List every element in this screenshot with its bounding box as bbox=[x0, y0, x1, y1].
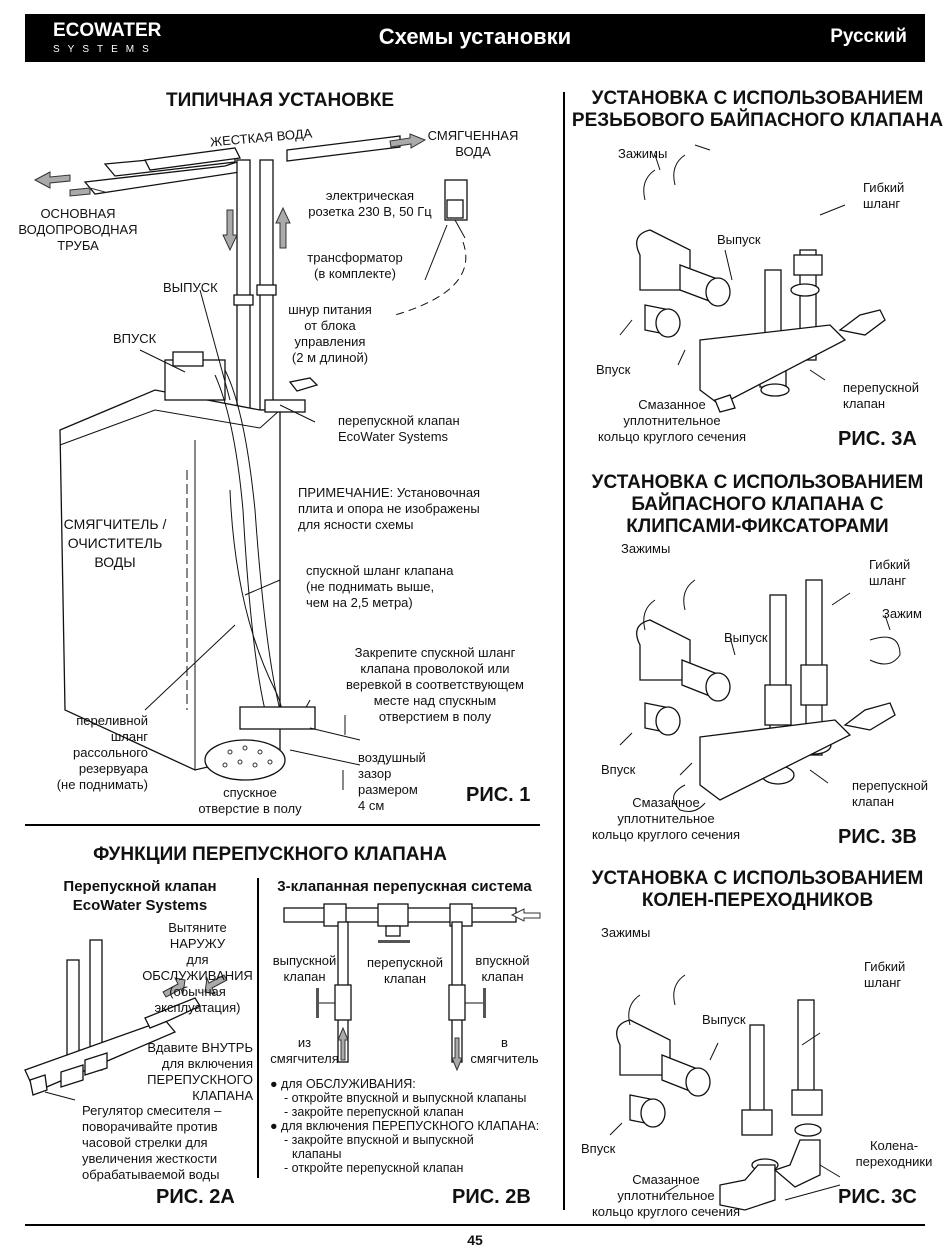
inlet-label: Впуск bbox=[596, 362, 631, 377]
transformer-label: трансформатор(в комплекте) bbox=[307, 250, 403, 281]
bypass-heading: ● для включения ПЕРЕПУСКНОГО КЛАПАНА: bbox=[270, 1119, 540, 1133]
service-heading: ● для ОБСЛУЖИВАНИЯ: bbox=[270, 1077, 416, 1091]
inlet-handwheel-icon bbox=[483, 988, 486, 1018]
clamps-label: Зажимы bbox=[618, 146, 668, 161]
fig1-caption: РИС. 1 bbox=[466, 784, 531, 806]
brand-logo-line1: ECOWATER bbox=[53, 20, 162, 41]
arrow-right-icon bbox=[389, 133, 427, 149]
outlet-label: Выпуск bbox=[717, 232, 761, 247]
arrow-right-icon bbox=[69, 187, 106, 197]
arrow-up-icon bbox=[275, 206, 291, 249]
fig3c-illustration bbox=[609, 974, 841, 1211]
outlet-label: Выпуск bbox=[724, 630, 768, 645]
fig2b-subtitle: 3-клапанная перепускная система bbox=[277, 878, 532, 895]
section-divider-left bbox=[25, 824, 540, 826]
fig2a-caption: РИС. 2A bbox=[156, 1186, 235, 1208]
fig3a-caption: РИС. 3A bbox=[838, 428, 917, 450]
fig2b-caption: РИС. 2B bbox=[452, 1186, 531, 1208]
fig2-divider bbox=[257, 878, 259, 1178]
language-label: Русский bbox=[830, 26, 907, 47]
arrow-left-icon bbox=[33, 171, 71, 189]
arrow-down-icon bbox=[451, 1037, 463, 1072]
inlet-label: Впуск bbox=[601, 762, 636, 777]
fig3c-caption: РИС. 3C bbox=[838, 1186, 917, 1208]
riser-pipes bbox=[233, 159, 277, 411]
bypass-instructions: ● для ОБСЛУЖИВАНИЯ: - откройте впускной … bbox=[270, 1077, 540, 1175]
outlet-label: Выпуск bbox=[702, 1012, 746, 1027]
inlet-label: Впуск bbox=[581, 1141, 616, 1156]
fig3b-illustration bbox=[619, 579, 901, 812]
fig3a-illustration bbox=[619, 144, 886, 413]
column-divider bbox=[563, 92, 565, 1210]
bypass-handwheel-icon bbox=[378, 940, 410, 943]
fig3b-caption: РИС. 3B bbox=[838, 826, 917, 848]
supply-pipe bbox=[83, 135, 401, 195]
page-header: ECOWATER SYSTEMS Схемы установки Русский bbox=[25, 14, 925, 62]
floor-drain-icon bbox=[204, 739, 286, 781]
page-title: Схемы установки bbox=[378, 24, 572, 49]
arrow-pull-icon bbox=[162, 977, 186, 998]
fig1-title: ТИПИЧНАЯ УСТАНОВКЕ bbox=[166, 90, 394, 111]
drain-block bbox=[239, 706, 316, 730]
arrow-up-icon bbox=[337, 1026, 349, 1061]
arrow-push-icon bbox=[204, 974, 228, 995]
mixer-note: Регулятор смесителя –поворачивайте проти… bbox=[82, 1103, 222, 1182]
arrow-in-icon bbox=[510, 908, 541, 922]
brand-logo-line2: SYSTEMS bbox=[53, 44, 157, 55]
inlet-label: ВПУСК bbox=[113, 331, 157, 346]
fig2b-illustration bbox=[283, 903, 541, 1072]
wall-outlet-icon bbox=[444, 179, 468, 239]
outlet-label: ВЫПУСК bbox=[163, 280, 218, 295]
fig2a-illustration bbox=[24, 939, 228, 1101]
fig2-title: ФУНКЦИИ ПЕРЕПУСКНОГО КЛАПАНА bbox=[93, 844, 447, 865]
footer-divider bbox=[25, 1224, 925, 1226]
outlet-handwheel-icon bbox=[316, 988, 319, 1018]
clamps-label: Зажимы bbox=[621, 541, 671, 556]
fig1-illustration bbox=[33, 133, 468, 790]
page-number: 45 bbox=[467, 1232, 483, 1248]
clamps-label: Зажимы bbox=[601, 925, 651, 940]
elbows-label: Колена-переходники bbox=[855, 1138, 933, 1169]
clamp-label: Зажим bbox=[882, 606, 922, 621]
arrow-down-icon bbox=[222, 209, 238, 252]
drain-hose-label: спускной шланг клапана(не поднимать выше… bbox=[306, 563, 454, 610]
